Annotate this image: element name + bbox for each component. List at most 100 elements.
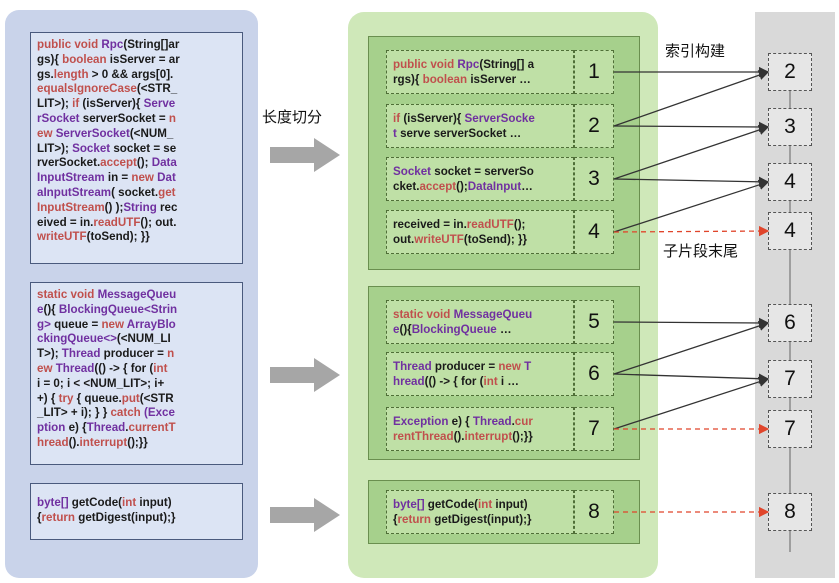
- code-token: Dat: [157, 171, 176, 185]
- chunk-code-line: out.writeUTF(toSend); }}: [393, 232, 567, 247]
- code-token: ServerSocke: [464, 112, 535, 125]
- chunk-5-number: 5: [574, 300, 614, 344]
- code-token: (() -> { for (: [424, 375, 484, 388]
- code-token: {: [393, 513, 398, 526]
- code-token: InputStream: [37, 200, 105, 214]
- code-token: …: [521, 180, 533, 193]
- code-token: ( socket.: [111, 185, 159, 199]
- code-token: Rpc: [457, 58, 480, 71]
- code-token: ();: [456, 180, 468, 193]
- code-token: (toSend); }}: [463, 233, 527, 246]
- code-token: T>);: [37, 347, 62, 361]
- chunk-code-line: if (isServer){ ServerSocke: [393, 111, 567, 126]
- code-token: e: [393, 323, 400, 336]
- code-token: .: [511, 415, 515, 428]
- index-link-arrow: [613, 176, 770, 188]
- code-token: (() -> { for (: [94, 361, 154, 375]
- code-token: (){: [43, 302, 59, 316]
- chunk-code-line: static void MessageQueu: [393, 307, 567, 322]
- code-token: interrupt: [79, 435, 128, 449]
- source-code-line: static void MessageQueu: [37, 288, 236, 303]
- code-token: hread: [37, 435, 69, 449]
- source-code-line: g> queue = new ArrayBlo: [37, 318, 236, 333]
- code-token: static void: [37, 288, 98, 301]
- code-token: producer =: [434, 360, 499, 373]
- code-token: Thread: [55, 361, 95, 375]
- code-token: currentT: [128, 421, 176, 435]
- source-code-line: InputStream in = new Dat: [37, 171, 236, 186]
- code-token: hread: [393, 375, 425, 388]
- code-token: new: [131, 171, 158, 185]
- code-token: (isServer){: [82, 97, 144, 111]
- index-link-arrow: [613, 373, 770, 384]
- source-code-line: aInputStream( socket.get: [37, 186, 236, 201]
- code-token: (<NUM_: [129, 126, 174, 140]
- code-token: ().: [68, 435, 80, 449]
- code-token: accept: [100, 156, 137, 170]
- chunk-7-number: 7: [574, 407, 614, 451]
- source-code-line: T>); Thread producer = n: [37, 347, 236, 362]
- chunk-code-line: t serve serverSocket …: [393, 126, 567, 141]
- index-link-arrow: [613, 70, 770, 127]
- code-token: byte[]: [393, 498, 428, 511]
- source-code-line: rverSocket.accept(); Data: [37, 156, 236, 171]
- source-code-line: LIT>); Socket socket = se: [37, 142, 236, 157]
- code-token: cket.: [393, 180, 420, 193]
- code-token: getCode(: [71, 496, 123, 509]
- code-token: rgs){: [393, 73, 423, 86]
- code-token: BlockingQueue<Strin: [58, 302, 178, 316]
- chunk-6-number: 6: [574, 352, 614, 396]
- code-token: n: [167, 347, 175, 361]
- code-token: aInputStream: [37, 185, 112, 199]
- code-token: Exception: [393, 415, 452, 428]
- code-token: accept: [419, 180, 457, 193]
- code-token: i = 0; i < <NUM_LIT>; i+: [37, 376, 165, 390]
- source-code-line: ckingQueue<>(<NUM_LI: [37, 332, 236, 347]
- chunk-code-line: Exception e) { Thread.cur: [393, 414, 567, 429]
- code-token: rentThread: [393, 430, 454, 443]
- code-token: put: [121, 391, 140, 405]
- index-link-arrow: [613, 121, 770, 133]
- index-node-3: 4: [768, 163, 812, 201]
- chunk-4-number: 4: [574, 210, 614, 254]
- code-token: InputStream: [37, 171, 108, 185]
- chunk-code-line: rgs){ boolean isServer …: [393, 72, 567, 87]
- chunk-code-line: cket.accept();DataInput…: [393, 179, 567, 194]
- split-label: 长度切分: [262, 108, 323, 126]
- code-token: ew: [37, 126, 56, 140]
- code-token: Thread: [61, 347, 104, 361]
- source-code-line: InputStream() );String rec: [37, 201, 236, 216]
- code-token: int: [483, 375, 501, 388]
- index-node-5: 6: [768, 304, 812, 342]
- code-token: e: [37, 302, 44, 316]
- chunk-4-code: received = in.readUTF();out.writeUTF(toS…: [386, 210, 574, 254]
- index-link-arrow: [613, 179, 770, 233]
- code-token: ArrayBlo: [126, 317, 176, 331]
- chunk-code-line: Thread producer = new T: [393, 359, 567, 374]
- code-token: public void: [37, 38, 102, 51]
- code-token: return: [397, 513, 435, 526]
- code-token: boolean: [422, 73, 471, 86]
- source-code-line: ew Thread(() -> { for (int: [37, 362, 236, 377]
- code-token: Thread: [86, 421, 126, 435]
- code-token: ption: [37, 421, 69, 435]
- code-token: equalsIgnoreCase: [37, 82, 137, 96]
- index-node-8: 8: [768, 493, 812, 531]
- code-token: isServer …: [470, 73, 531, 86]
- source-code-line: ption e) {Thread.currentT: [37, 421, 236, 436]
- chunk-code-line: public void Rpc(String[] a: [393, 57, 567, 72]
- code-token: rverSocket.: [37, 156, 101, 170]
- index-link-arrow: [613, 320, 770, 375]
- source-code-line: gs.length > 0 && args[0].: [37, 68, 236, 83]
- chunk-code-line: hread(() -> { for (int i …: [393, 374, 567, 389]
- split-arrow-1: [270, 138, 340, 172]
- code-token: input): [495, 498, 528, 511]
- code-token: _LIT> + i); } }: [37, 406, 111, 420]
- code-token: (String[]ar: [123, 38, 180, 51]
- code-token: (); out.: [140, 215, 177, 229]
- code-token: catch: [110, 406, 144, 420]
